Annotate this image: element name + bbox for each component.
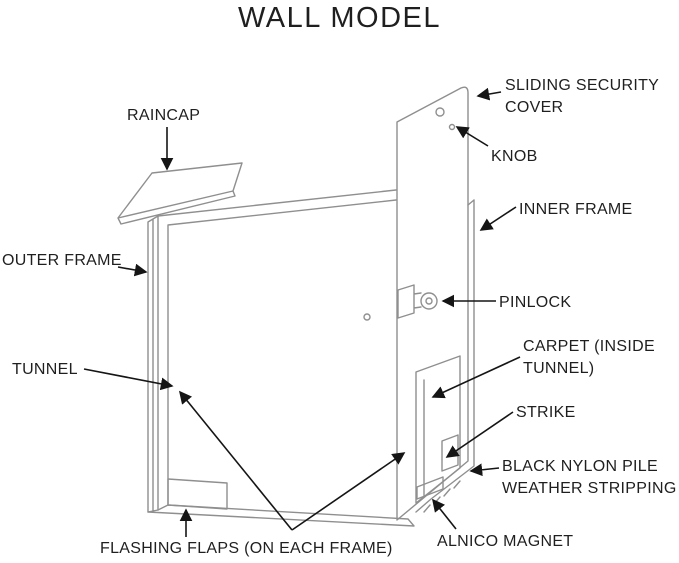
arrow-strike	[445, 411, 514, 458]
outer-frame-shape	[147, 215, 159, 513]
arrow-alnico-magnet	[432, 498, 457, 530]
opening-shape	[415, 355, 461, 504]
tunnel-screw-hole	[363, 313, 371, 321]
arrow-outer-frame	[117, 263, 148, 277]
tunnel-shape	[147, 189, 415, 527]
label-alnico-magnet: ALNICO MAGNET	[437, 533, 574, 550]
label-sliding-security-cover: SLIDING SECURITY COVER	[505, 77, 659, 117]
page-title: WALL MODEL	[237, 2, 441, 34]
cover-hole	[435, 107, 445, 117]
callout-arrows	[83, 87, 521, 537]
label-outer-frame: OUTER FRAME	[2, 252, 122, 269]
knob-shape	[448, 123, 456, 131]
arrow-inner-frame	[479, 206, 517, 231]
label-raincap: RAINCAP	[127, 107, 201, 124]
arrow-tunnel	[83, 368, 174, 391]
label-tunnel: TUNNEL	[12, 361, 78, 378]
arrow-flashing-flap-left	[178, 390, 293, 531]
flashing-flap-shape	[167, 478, 228, 510]
raincap-shape	[117, 162, 243, 225]
door-line-art	[117, 86, 475, 527]
arrow-carpet	[431, 356, 521, 399]
arrow-flashing-flap-right	[291, 452, 406, 531]
label-pinlock: PINLOCK	[499, 294, 572, 311]
label-carpet: CARPET (INSIDE TUNNEL)	[523, 338, 655, 378]
sliding-cover-shape	[396, 86, 469, 521]
arrow-weather-stripping	[469, 463, 500, 477]
pinlock-pin	[425, 297, 433, 305]
label-inner-frame: INNER FRAME	[519, 201, 633, 218]
magnet-shape	[416, 476, 444, 500]
pinlock-shape	[420, 292, 438, 310]
label-strike: STRIKE	[516, 404, 576, 421]
strike-shape	[441, 434, 459, 472]
label-flashing-flaps: FLASHING FLAPS (ON EACH FRAME)	[100, 540, 393, 557]
label-knob: KNOB	[491, 148, 538, 165]
pinlock-bracket	[397, 284, 422, 319]
weather-stripping-shape	[423, 480, 461, 513]
arrow-sliding-cover	[476, 87, 502, 101]
arrow-knob	[455, 126, 489, 147]
label-weather-stripping: BLACK NYLON PILE WEATHER STRIPPING	[502, 458, 677, 498]
